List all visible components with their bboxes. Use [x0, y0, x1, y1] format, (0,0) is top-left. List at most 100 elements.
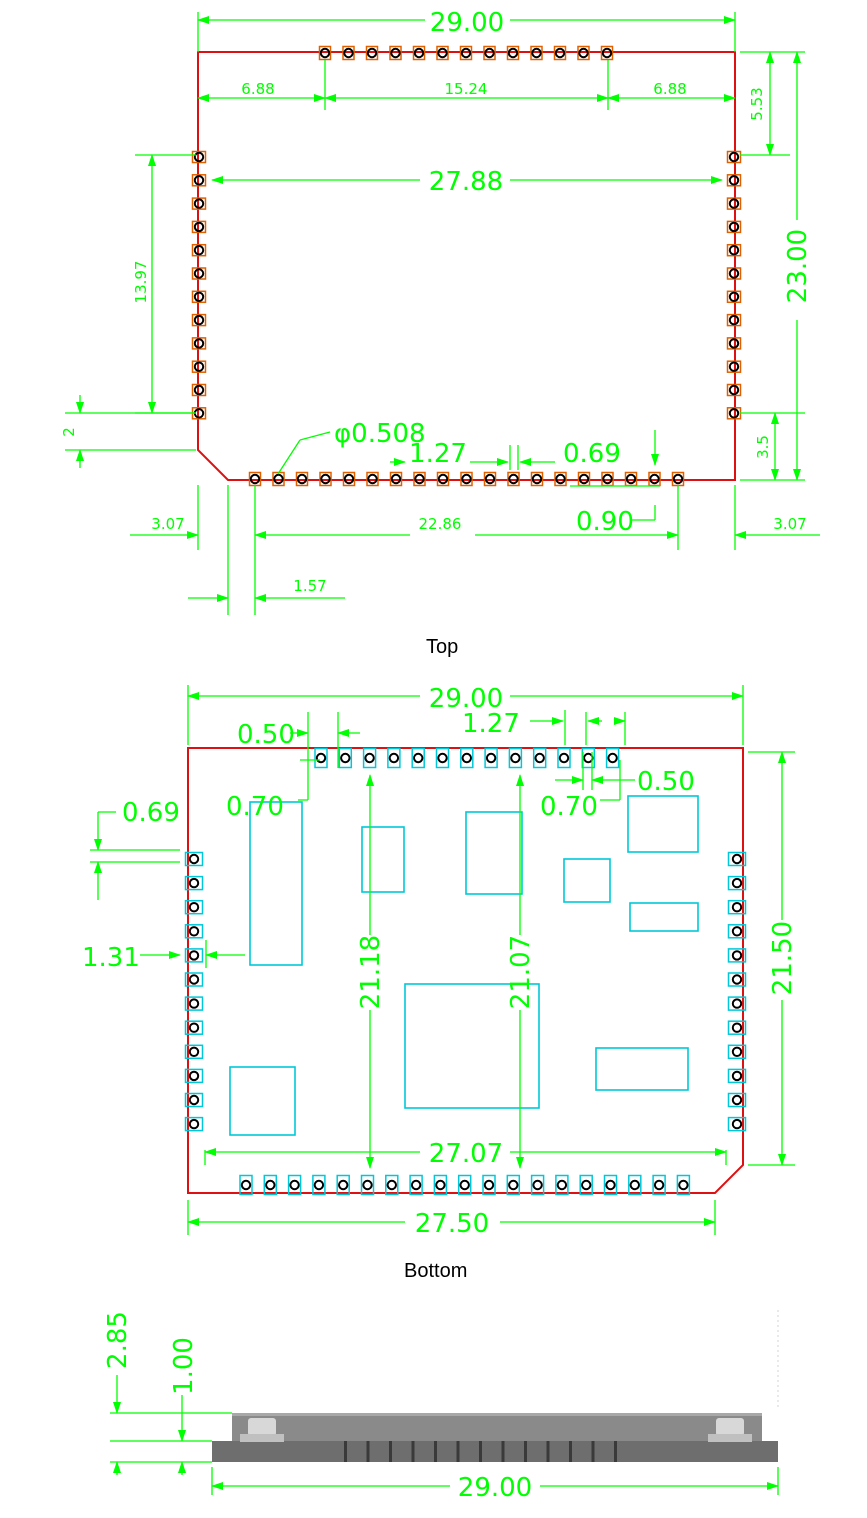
bottom-row-pad-outline — [342, 471, 356, 487]
right-column-pad-hole — [731, 1070, 743, 1082]
top-row-pad — [530, 45, 543, 61]
bottom-row-pad-outline — [409, 1174, 423, 1196]
left-column-pad-hole — [188, 974, 200, 985]
bottom-row-pad-outline — [554, 471, 567, 487]
top-row-pad-hole — [364, 752, 375, 764]
left-column-pad-outline — [184, 996, 204, 1011]
bottom-row-pad — [360, 1174, 375, 1196]
top-row-pad — [459, 45, 473, 61]
right-column-pad — [726, 383, 742, 397]
bottom-row-pad — [319, 471, 332, 487]
dim-bottom-width: 29.00 — [429, 684, 503, 714]
bottom-row-pad-outline — [312, 1174, 326, 1196]
left-column-pad — [184, 948, 204, 963]
left-column-pad-hole — [188, 926, 200, 937]
bottom-row-pad — [506, 1174, 521, 1196]
right-column-pad-outline — [727, 1044, 747, 1060]
top-row-pad-outline — [436, 45, 449, 61]
right-column-pad-hole — [728, 314, 740, 326]
right-column-pad-outline — [727, 1092, 747, 1108]
dim-bottom-pitch: 1.27 — [462, 709, 520, 739]
left-column-pad — [191, 313, 207, 327]
left-column-pad — [191, 220, 207, 234]
left-column-pad-hole — [188, 877, 200, 889]
left-column-pad-outline — [191, 383, 207, 397]
left-column-pad-outline — [184, 924, 204, 939]
bottom-row-pad-hole — [555, 473, 566, 485]
side-dimension-lines — [110, 1310, 779, 1495]
top-row-pad-outline — [605, 747, 620, 769]
top-row-pad-outline — [553, 45, 567, 61]
top-row-pad-hole — [319, 47, 331, 59]
right-column-pad-outline — [727, 1068, 747, 1084]
dim-pad-length: 0.90 — [576, 507, 634, 537]
left-column-pad — [184, 875, 204, 891]
right-column-pad-outline — [726, 243, 742, 257]
left-column-pad-hole — [188, 853, 200, 865]
left-column-pad-outline — [191, 243, 207, 257]
bottom-row-pad-hole — [602, 473, 613, 485]
dim-bottom-inner-width: 27.07 — [429, 1139, 503, 1169]
top-row-pad — [557, 747, 571, 769]
top-row-pad — [605, 747, 620, 769]
top-row-pad-outline — [577, 45, 590, 61]
bottom-row-pad-hole — [435, 1179, 446, 1191]
bottom-row-pad — [436, 471, 450, 487]
right-column-pad — [727, 851, 747, 867]
bottom-row-pad-outline — [239, 1174, 253, 1196]
bottom-row-pad-hole — [390, 473, 402, 485]
top-row-pad-hole — [554, 47, 566, 59]
left-column-pad-hole — [193, 314, 205, 326]
left-column-pad-outline — [191, 290, 207, 304]
top-row-pad — [318, 45, 332, 61]
bottom-row-pad-hole — [367, 473, 378, 485]
dim-left-offset: 6.88 — [241, 80, 274, 98]
right-column-pad-outline — [726, 360, 742, 373]
top-row-pad-hole — [388, 752, 400, 764]
top-row-pad-outline — [483, 45, 496, 61]
component-3 — [465, 811, 523, 895]
dim-pad-length-left: 0.70 — [226, 792, 284, 822]
top-row-pad — [365, 45, 379, 61]
right-column-pad-hole — [731, 926, 743, 937]
side-pin — [389, 1441, 392, 1462]
top-row-pad-outline — [530, 45, 543, 61]
bottom-row-pad — [385, 1174, 399, 1196]
top-row-pad-outline — [338, 747, 353, 769]
bottom-row-pad-outline — [366, 471, 379, 487]
bottom-row-pad — [507, 471, 520, 487]
right-column-pad-outline — [727, 899, 747, 915]
top-row-pad — [460, 747, 474, 769]
side-pin — [524, 1441, 527, 1462]
left-column-pad — [184, 1116, 204, 1132]
top-row-pad-outline — [318, 45, 332, 61]
right-column-pad-hole — [731, 853, 743, 865]
bottom-row-pad-outline — [385, 1174, 399, 1196]
right-column-pad — [727, 1092, 747, 1108]
bottom-row-pad — [263, 1174, 278, 1196]
top-row-pad-hole — [485, 752, 497, 764]
component-footprints — [229, 795, 699, 1136]
right-column-pad-outline — [727, 996, 747, 1011]
top-row-pad-outline — [435, 747, 450, 769]
bottom-row-pad-outline — [579, 1174, 593, 1196]
top-row-pad — [553, 45, 567, 61]
bottom-row-pad-outline — [530, 471, 544, 487]
side-connector-left — [240, 1418, 284, 1442]
bottom-row-pad-outline — [457, 1174, 472, 1196]
left-column-pad-hole — [188, 950, 200, 961]
bottom-row-pad-outline — [483, 471, 497, 487]
dim-pitch: 1.27 — [409, 439, 467, 469]
dim-left-margin: 3.07 — [151, 515, 184, 533]
right-column-pad — [726, 150, 742, 164]
component-1 — [249, 801, 303, 966]
bottom-row-pad — [460, 471, 473, 487]
right-column-pad-outline — [727, 948, 747, 963]
side-pin — [411, 1441, 415, 1462]
bottom-row-pad — [312, 1174, 326, 1196]
left-column-pad-outline — [184, 1092, 204, 1108]
top-row-pad — [532, 747, 547, 769]
top-row-pad-hole — [437, 752, 448, 764]
top-row-pad-outline — [484, 747, 498, 769]
bottom-row-pad-outline — [603, 1174, 618, 1196]
